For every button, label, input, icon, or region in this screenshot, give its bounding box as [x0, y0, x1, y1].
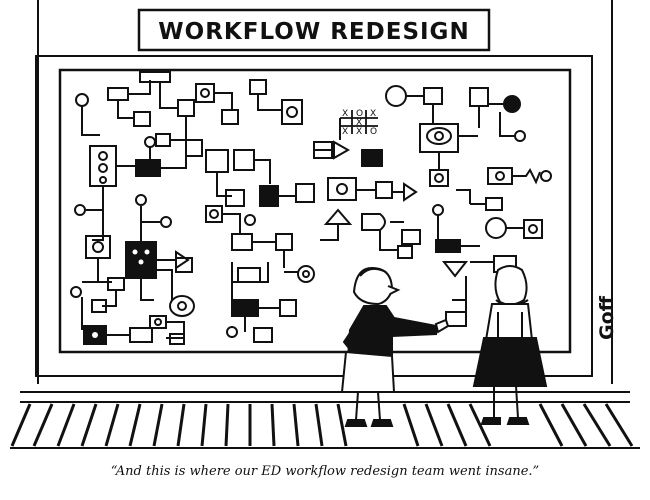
wall — [37, 0, 613, 384]
workflow-diagram — [70, 71, 552, 345]
gallery-floor — [10, 391, 640, 449]
tic-tac-toe-grid — [340, 110, 378, 134]
cartoon-scene: WORKFLOW REDESIGN — [10, 0, 640, 449]
ttt-mark: X — [356, 118, 362, 128]
artist-signature: Goff — [596, 295, 618, 340]
cartoon-caption: “And this is where our ED workflow redes… — [110, 464, 540, 479]
ttt-mark: X — [342, 109, 348, 119]
ttt-mark: X — [356, 127, 362, 137]
sign: WORKFLOW REDESIGN — [137, 8, 491, 52]
woman-pointing-figure — [340, 266, 450, 427]
tic-tac-toe-marks: X O X X X X O — [342, 109, 377, 137]
woman-standing-figure — [472, 265, 548, 425]
ttt-mark: O — [356, 109, 363, 119]
ttt-mark: X — [342, 127, 348, 137]
sign-title: WORKFLOW REDESIGN — [158, 19, 469, 45]
floor-hatching — [10, 403, 634, 447]
board-frame — [35, 55, 593, 377]
ttt-mark: O — [370, 127, 377, 137]
ttt-mark: X — [370, 109, 376, 119]
